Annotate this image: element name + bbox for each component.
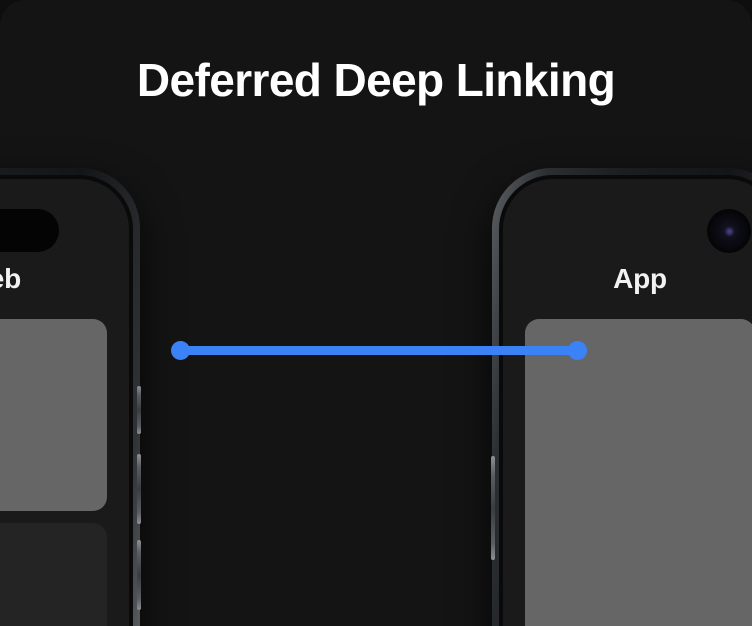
phone-label-web: Web xyxy=(0,263,21,294)
camera-lens-icon xyxy=(707,209,751,253)
phone-screen-web: Web xyxy=(0,179,129,626)
web-content-card-primary[interactable] xyxy=(0,319,107,511)
app-content-card-primary[interactable] xyxy=(525,319,752,626)
phone-label-app: App xyxy=(613,263,667,294)
action-button[interactable] xyxy=(137,540,141,610)
phone-mockup-web: Web xyxy=(0,168,141,626)
dynamic-island-icon xyxy=(0,209,59,252)
volume-down-button[interactable] xyxy=(137,454,141,524)
web-content-card-secondary[interactable] xyxy=(0,523,107,626)
volume-up-button[interactable] xyxy=(137,386,141,434)
phone-bezel-web: Web xyxy=(0,175,133,626)
phone-screen-app: App xyxy=(503,179,752,626)
phone-mockup-app: App xyxy=(491,168,752,626)
power-button[interactable] xyxy=(491,456,495,560)
title-band xyxy=(0,0,752,172)
phone-bezel-app: App xyxy=(499,175,752,626)
page-title: Deferred Deep Linking xyxy=(136,54,616,106)
